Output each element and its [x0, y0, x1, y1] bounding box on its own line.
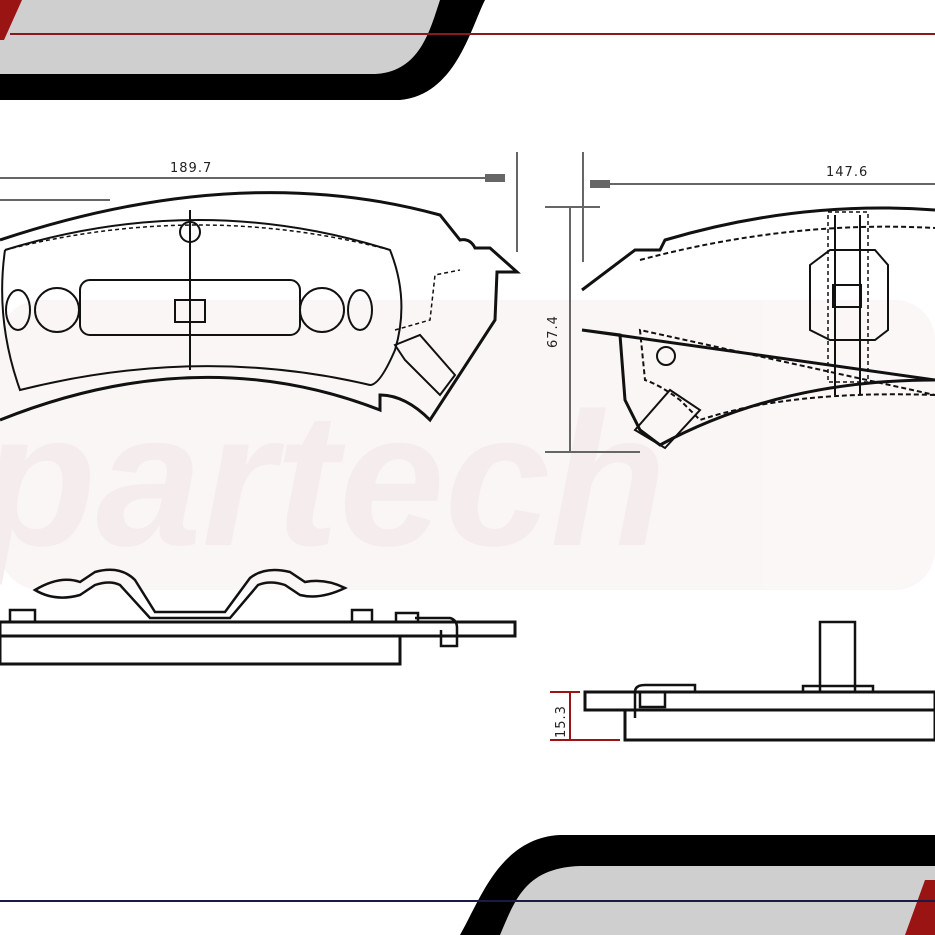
rear-pad-side-view	[550, 620, 935, 742]
top-banner	[0, 0, 935, 100]
rear-pad-face	[545, 152, 935, 453]
bottom-banner	[0, 835, 935, 935]
front-pad-face	[0, 152, 521, 423]
watermark-logo: partech	[0, 300, 935, 590]
pad-height-label: 67.4	[546, 315, 561, 348]
rear-pad-width-label: 147.6	[826, 165, 868, 180]
front-pad-width-label: 189.7	[170, 161, 212, 176]
front-pad-side-view	[0, 568, 517, 666]
pad-thickness-label: 15.3	[554, 705, 569, 738]
watermark-text: partech	[0, 374, 666, 586]
